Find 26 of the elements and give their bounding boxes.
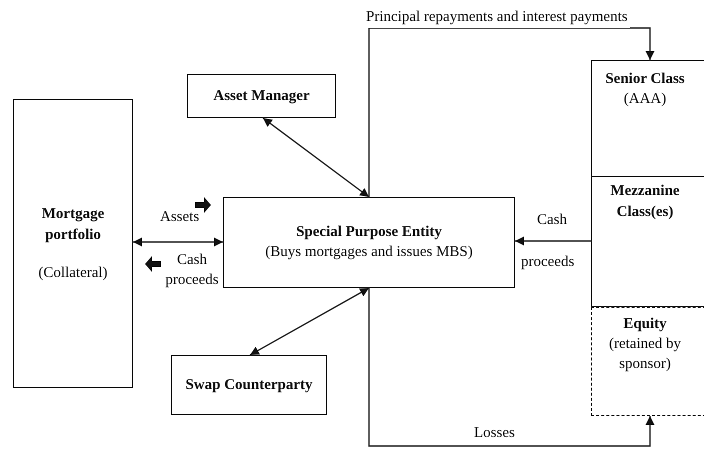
- node-title: Mortgage portfolio: [40, 204, 106, 245]
- edge-label: Principal repayments and interest payments: [364, 8, 630, 28]
- node-title: Swap Counterparty: [185, 376, 313, 394]
- arrow: [515, 236, 591, 246]
- process-box: [591, 60, 704, 177]
- process-box: [591, 307, 704, 416]
- arrow: [250, 287, 370, 356]
- node-subtitle: (AAA): [624, 90, 666, 109]
- node-title: Senior Class: [605, 70, 685, 89]
- arrow: [262, 117, 370, 198]
- node-title: Mezzanine Class(es): [609, 182, 681, 222]
- arrow: [368, 27, 654, 197]
- node-title: Equity: [623, 315, 667, 334]
- arrow: [368, 288, 654, 447]
- process-box: [591, 176, 704, 307]
- node-title: Special Purpose Entity: [296, 223, 442, 242]
- node-subtitle: (Buys mortgages and issues MBS): [265, 243, 473, 262]
- node-subtitle: (retained by sponsor): [608, 335, 682, 374]
- arrow: [133, 238, 223, 246]
- process-box: [13, 99, 133, 388]
- process-box: [187, 74, 336, 118]
- process-box: [171, 355, 327, 415]
- node-title: Asset Manager: [213, 86, 310, 106]
- process-box: [223, 197, 515, 288]
- flow-label: proceeds: [519, 253, 576, 272]
- node-subtitle: (Collateral): [38, 264, 108, 283]
